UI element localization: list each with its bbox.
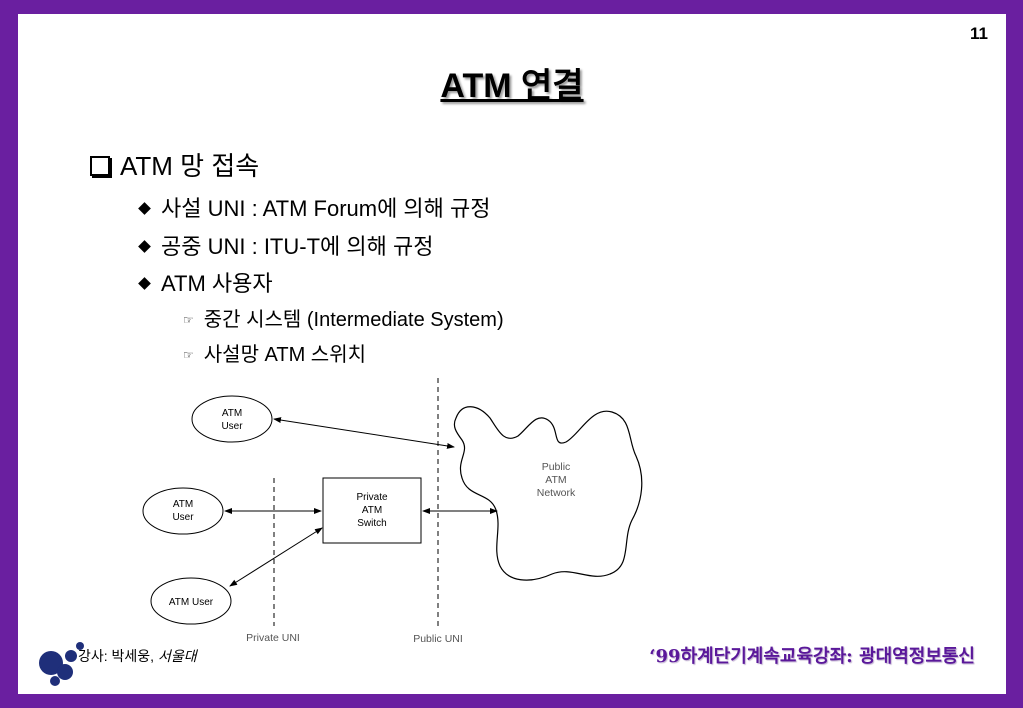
lecturer-name: 강사: 박세웅, xyxy=(78,648,158,664)
bullet-text: 공중 UNI : ITU-T에 의해 규정 xyxy=(161,234,434,259)
bullet-text: ATM 망 접속 xyxy=(120,151,260,181)
atm-user-middle-label: ATM xyxy=(173,499,193,510)
switch-label: Switch xyxy=(357,518,386,529)
pointing-hand-icon: ☞ xyxy=(183,313,194,327)
course-footer: ‘99하계단기계속교육강좌: 광대역정보통신 xyxy=(649,646,975,667)
private-uni-label: Private UNI xyxy=(246,632,300,644)
lecturer-school: 서울대 xyxy=(157,648,197,664)
public-uni-label: Public UNI xyxy=(413,633,463,645)
atm-user-top-node xyxy=(191,395,273,443)
atm-user-middle-label: User xyxy=(172,512,194,523)
lecturer-footer: 강사: 박세웅, 서울대 xyxy=(78,646,197,666)
organization-logo xyxy=(39,642,84,686)
network-label: ATM xyxy=(545,474,566,486)
link-top-user-network xyxy=(273,417,455,449)
network-label: Network xyxy=(537,487,576,499)
slide-number: 11 xyxy=(970,24,988,43)
public-atm-network-cloud xyxy=(453,406,643,581)
checkbox-square-icon xyxy=(90,156,110,176)
bullet-text: 중간 시스템 (Intermediate System) xyxy=(203,309,504,331)
bullet-level3: ☞ 중간 시스템 (Intermediate System) xyxy=(183,303,504,332)
link-bottom-user-switch xyxy=(229,527,323,587)
bullet-level2: 사설 UNI : ATM Forum에 의해 규정 xyxy=(138,191,491,223)
atm-user-bottom-label: ATM User xyxy=(169,597,214,608)
bullet-level2: ATM 사용자 xyxy=(138,266,273,298)
bullet-text: 사설 UNI : ATM Forum에 의해 규정 xyxy=(161,196,491,221)
atm-user-top-label: User xyxy=(221,421,243,432)
bullet-level1: ATM 망 접속 xyxy=(90,146,259,183)
switch-label: ATM xyxy=(362,505,382,516)
atm-user-middle-node xyxy=(142,487,224,535)
atm-user-top-label: ATM xyxy=(222,408,242,419)
atm-user-bottom-node xyxy=(150,577,232,625)
slide-title: ATM 연결 xyxy=(440,67,584,105)
pointing-hand-icon: ☞ xyxy=(183,348,194,362)
bullet-text: 사설망 ATM 스위치 xyxy=(203,344,367,366)
network-label: Public xyxy=(542,461,571,473)
switch-label: Private xyxy=(356,492,388,503)
bullet-level2: 공중 UNI : ITU-T에 의해 규정 xyxy=(138,229,434,261)
bullet-text: ATM 사용자 xyxy=(161,271,273,296)
private-atm-switch-node xyxy=(322,477,422,544)
bullet-level3: ☞ 사설망 ATM 스위치 xyxy=(183,338,366,367)
